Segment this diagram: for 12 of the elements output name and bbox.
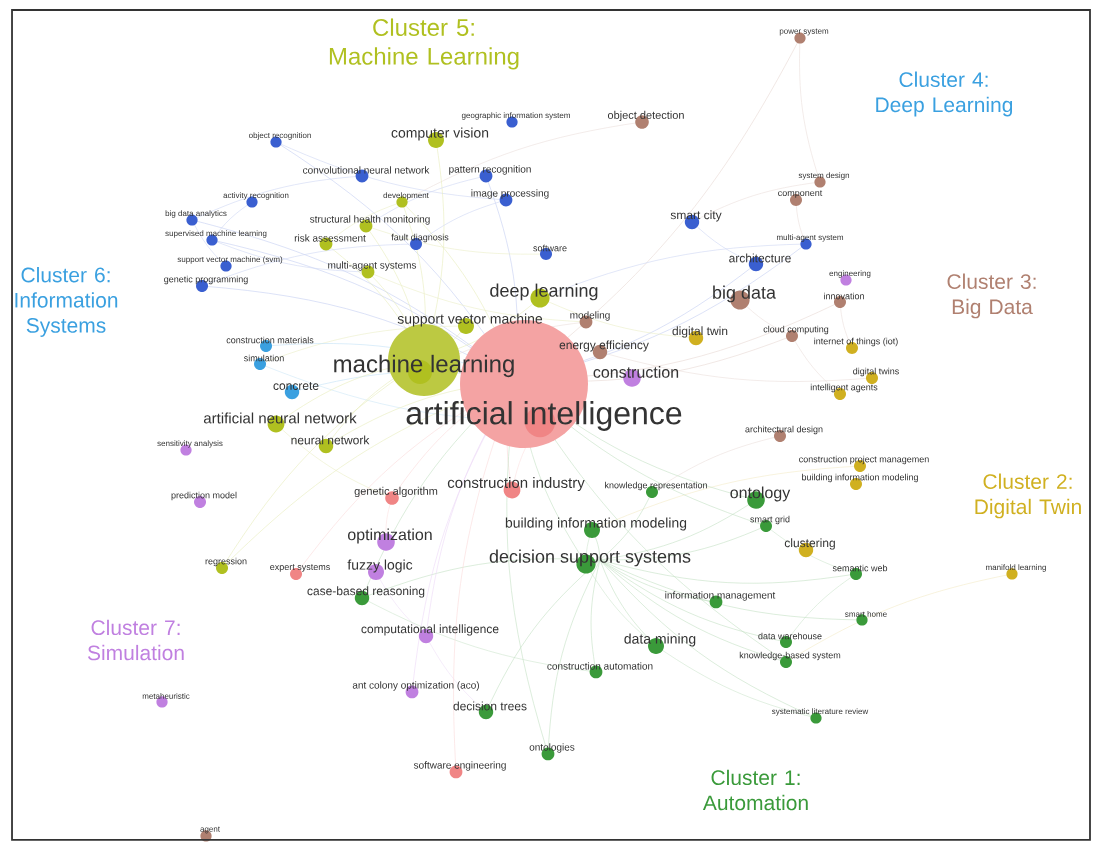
keyword-label: ontology <box>730 486 791 502</box>
cluster-label: Cluster 1: Automation <box>702 769 808 811</box>
cluster-label: Cluster 7: Simulation <box>87 619 184 661</box>
keyword-label: deep learning <box>490 283 598 301</box>
keyword-label: optimization <box>348 528 432 544</box>
cluster-label: Cluster 4: Deep Learning <box>876 71 1013 117</box>
cluster-label: Cluster 2: Digital Twin <box>975 473 1081 519</box>
keyword-label: big data <box>713 285 776 303</box>
keyword-label: construction <box>593 366 679 378</box>
cluster-label: Cluster 3: Big Data <box>947 273 1036 319</box>
cluster-label: Cluster 6: Information Systems <box>15 267 118 337</box>
cluster-label: Cluster 5: Machine Learning <box>329 18 519 70</box>
